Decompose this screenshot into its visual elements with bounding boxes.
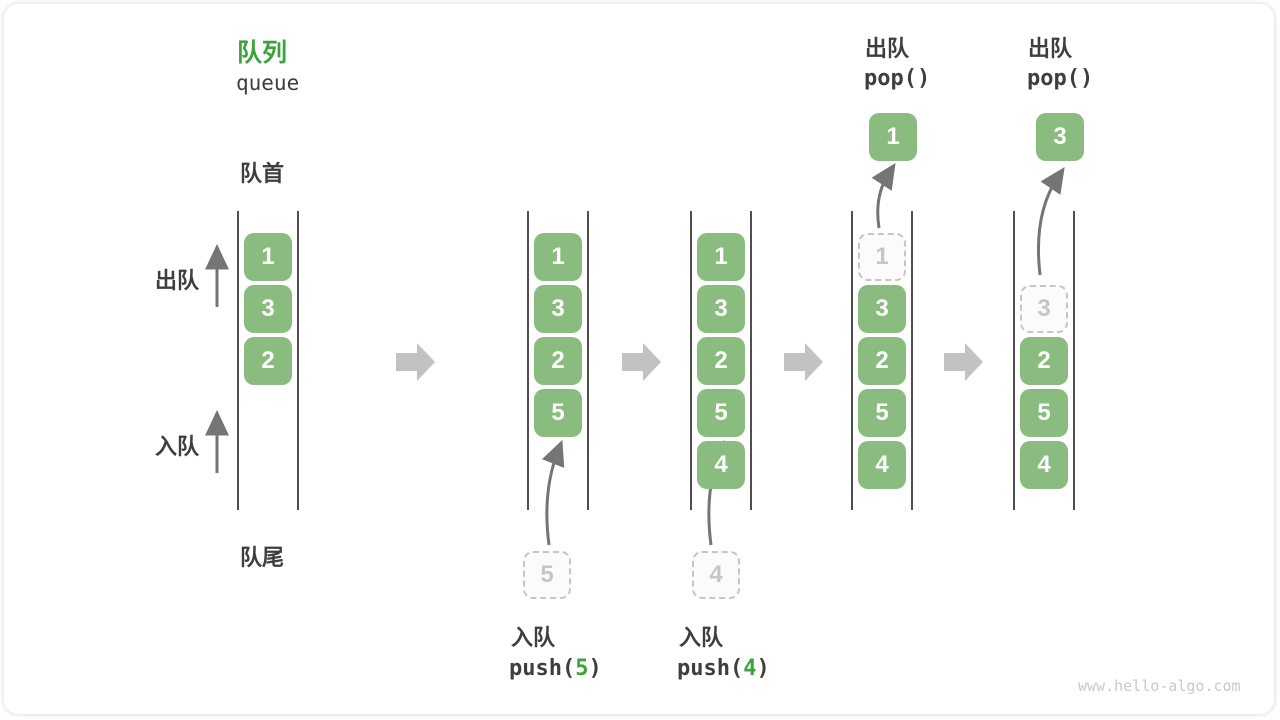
push4-label-zh: 入队 bbox=[679, 625, 724, 650]
queue-item-box: 5 bbox=[534, 389, 582, 437]
push4-code: push(4) bbox=[677, 656, 770, 681]
watermark: www.hello-algo.com bbox=[1078, 677, 1241, 695]
pop1-label-zh: 出队 bbox=[865, 36, 910, 61]
queue-item-box: 4 bbox=[697, 441, 745, 489]
push5-code-pre: push( bbox=[509, 656, 576, 681]
queue-item-box: 3 bbox=[697, 285, 745, 333]
push5-code: push(5) bbox=[509, 656, 602, 681]
diagram-title-en: queue bbox=[236, 71, 300, 95]
queue-item-box: 2 bbox=[1020, 337, 1068, 385]
pop2-label-zh: 出队 bbox=[1028, 36, 1073, 61]
push5-code-post: ) bbox=[588, 656, 602, 681]
push4-code-arg: 4 bbox=[743, 656, 757, 681]
queue-item-box: 2 bbox=[534, 337, 582, 385]
pop2-code: pop() bbox=[1027, 66, 1094, 91]
push5-code-arg: 5 bbox=[575, 656, 589, 681]
queue-item-box: 1 bbox=[697, 233, 745, 281]
queue-rear-label: 队尾 bbox=[240, 545, 285, 570]
dequeued-slot-placeholder: 3 bbox=[1020, 285, 1068, 333]
diagram-title-zh: 队列 bbox=[237, 39, 288, 67]
dequeued-item-box: 3 bbox=[1036, 113, 1084, 161]
enqueue-item-placeholder: 4 bbox=[692, 551, 740, 599]
queue-item-box: 3 bbox=[534, 285, 582, 333]
push4-code-post: ) bbox=[756, 656, 770, 681]
queue-item-box: 2 bbox=[697, 337, 745, 385]
queue-front-label: 队首 bbox=[240, 161, 285, 186]
queue-item-box: 5 bbox=[858, 389, 906, 437]
queue-item-box: 2 bbox=[244, 337, 292, 385]
queue-item-box: 1 bbox=[534, 233, 582, 281]
queue-item-box: 5 bbox=[697, 389, 745, 437]
queue-item-box: 2 bbox=[858, 337, 906, 385]
diagram-card bbox=[4, 4, 1274, 714]
dequeued-item-box: 1 bbox=[869, 113, 917, 161]
enqueue-item-placeholder: 5 bbox=[523, 551, 571, 599]
queue-item-box: 3 bbox=[244, 285, 292, 333]
push5-label-zh: 入队 bbox=[511, 625, 556, 650]
pop1-code: pop() bbox=[864, 66, 931, 91]
dequeued-slot-placeholder: 1 bbox=[858, 233, 906, 281]
queue-item-box: 3 bbox=[858, 285, 906, 333]
queue-item-box: 4 bbox=[858, 441, 906, 489]
queue-item-box: 4 bbox=[1020, 441, 1068, 489]
queue-item-box: 1 bbox=[244, 233, 292, 281]
push4-code-pre: push( bbox=[677, 656, 744, 681]
queue-item-box: 5 bbox=[1020, 389, 1068, 437]
dequeue-side-label: 出队 bbox=[155, 268, 200, 293]
enqueue-side-label: 入队 bbox=[155, 434, 200, 459]
